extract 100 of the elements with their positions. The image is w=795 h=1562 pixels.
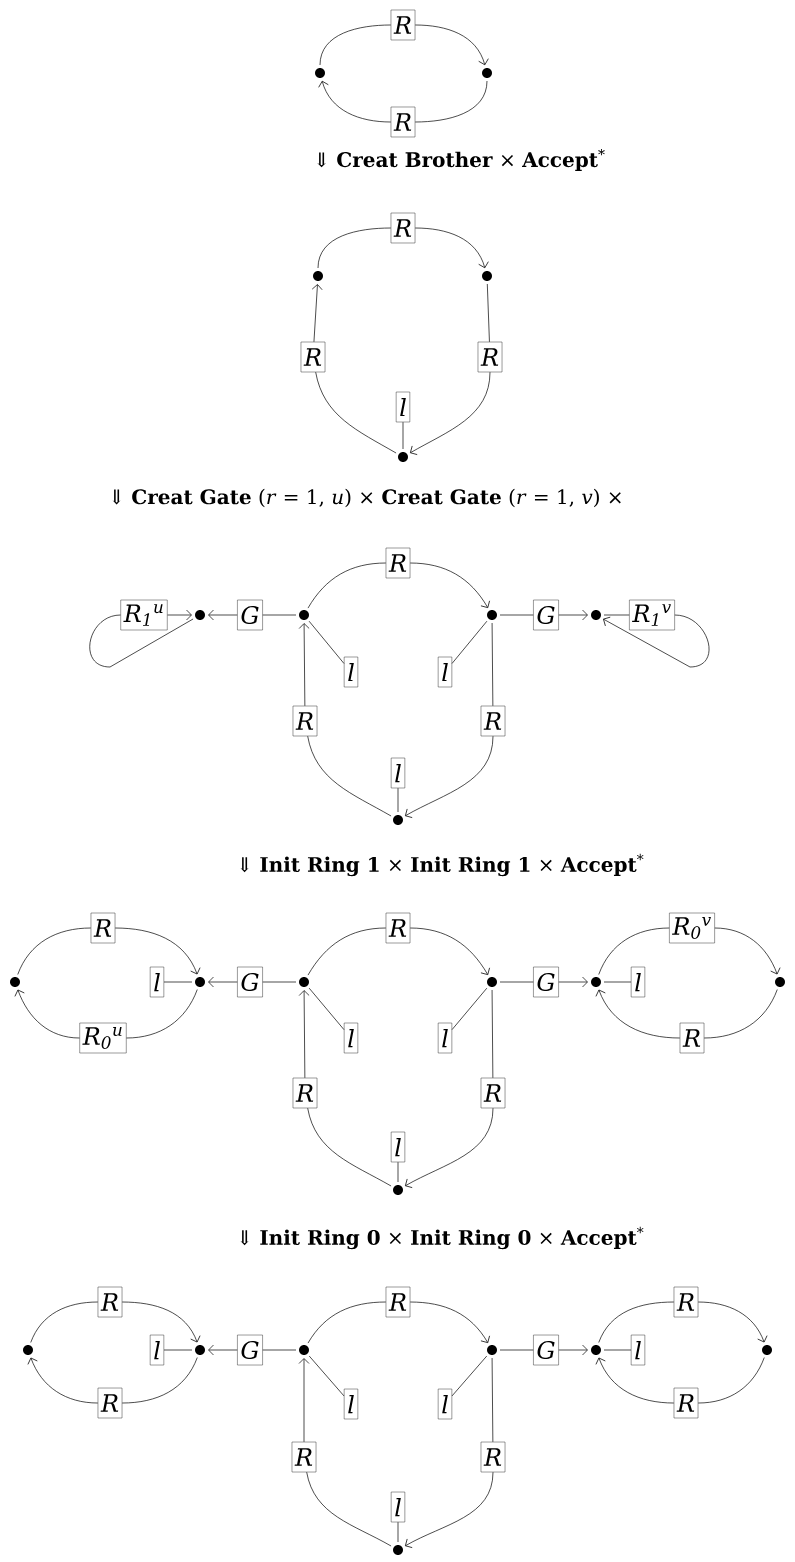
connector-line xyxy=(317,227,392,269)
connector-line xyxy=(163,981,193,983)
arrow xyxy=(414,227,489,269)
label-box: R$_{0}$u xyxy=(79,1022,127,1054)
connector-line xyxy=(308,620,345,664)
label-box: l xyxy=(343,1388,359,1420)
arrow xyxy=(414,24,489,66)
connector-line xyxy=(697,1357,765,1404)
connector-line xyxy=(598,1301,675,1343)
arrow xyxy=(409,1301,490,1343)
connector-line xyxy=(491,989,494,1079)
connector-line xyxy=(262,981,297,983)
connector-line xyxy=(603,614,630,616)
step-label: ⇓ Creat Brother × Accept$^{*}$ xyxy=(317,148,605,172)
arrow xyxy=(311,284,323,343)
connector-line xyxy=(262,614,297,616)
label-box: l xyxy=(343,1022,359,1054)
connector-line xyxy=(397,1521,399,1543)
arrow xyxy=(208,609,238,621)
connector-line xyxy=(308,1355,345,1397)
label-box: R xyxy=(480,1441,506,1473)
label-box: R xyxy=(90,912,116,944)
connector-line xyxy=(319,24,392,66)
label-box: R xyxy=(390,106,416,138)
arrow xyxy=(714,927,781,975)
label-box: l xyxy=(390,1491,406,1523)
label-box: l xyxy=(437,1022,453,1054)
label-box: G xyxy=(237,599,263,631)
label-box: l xyxy=(630,1334,646,1366)
label-box: R xyxy=(673,1286,699,1318)
label-box: R xyxy=(679,1022,705,1054)
arrow xyxy=(405,1471,494,1548)
arrow xyxy=(114,927,201,975)
label-box: G xyxy=(533,966,559,998)
connector-line xyxy=(307,562,387,609)
connector-line xyxy=(307,1107,392,1187)
label-box: R$_{1}$v xyxy=(629,599,675,631)
label-box: R xyxy=(292,1077,318,1109)
connector-line xyxy=(163,1349,193,1351)
connector-line xyxy=(603,981,632,983)
label-box: G xyxy=(533,1334,559,1366)
label-box: l xyxy=(630,966,646,998)
label-box: R xyxy=(385,1286,411,1318)
label-box: l xyxy=(390,757,406,789)
label-box: R xyxy=(385,547,411,579)
connector-line xyxy=(499,1349,534,1351)
connector-line xyxy=(121,1357,198,1404)
connector-line xyxy=(315,371,397,454)
label-box: R$_{0}$v xyxy=(669,912,715,944)
label-box: R xyxy=(480,1077,506,1109)
arrow xyxy=(405,1107,494,1188)
arrow xyxy=(298,990,310,1079)
step-label: ⇓ Creat Gate (r = 1, u) × Creat Gate (r = 1, v) × xyxy=(112,488,621,508)
connector-line xyxy=(451,1355,488,1397)
connector-line xyxy=(308,987,345,1030)
arrow xyxy=(558,609,588,621)
connector-line xyxy=(402,421,404,450)
connector-line xyxy=(89,614,194,668)
connector-line xyxy=(486,283,490,343)
connector-line xyxy=(598,927,670,975)
label-box: G xyxy=(533,599,559,631)
arrow xyxy=(603,614,710,668)
arrow xyxy=(405,735,494,818)
label-box: R xyxy=(477,341,503,373)
label-box: l xyxy=(390,1131,406,1163)
connector-line xyxy=(307,735,392,817)
connector-line xyxy=(397,787,399,813)
arrow xyxy=(409,562,490,608)
label-box: l xyxy=(149,966,165,998)
label-box: l xyxy=(437,1388,453,1420)
label-box: R xyxy=(480,705,506,737)
arrow xyxy=(697,1301,768,1343)
connector-line xyxy=(499,981,534,983)
label-box: R xyxy=(390,212,416,244)
arrow xyxy=(14,989,80,1039)
arrow xyxy=(595,1357,675,1404)
connector-line xyxy=(17,927,92,975)
arrow xyxy=(318,80,392,123)
label-box: R xyxy=(97,1286,123,1318)
label-box: R xyxy=(300,341,326,373)
arrow xyxy=(208,1344,238,1356)
label-box: R xyxy=(291,1441,317,1473)
connector-line xyxy=(451,620,488,664)
connector-line xyxy=(126,989,198,1039)
label-box: R xyxy=(97,1387,123,1419)
connector-line xyxy=(30,1301,99,1343)
connector-line xyxy=(262,1349,297,1351)
connector-line xyxy=(306,1471,392,1547)
connector-line xyxy=(603,1349,632,1351)
arrow xyxy=(298,623,310,707)
arrow xyxy=(558,1344,588,1356)
label-box: R xyxy=(385,912,411,944)
label-box: R xyxy=(390,9,416,41)
connector-line xyxy=(499,614,534,616)
label-box: l xyxy=(149,1334,165,1366)
step-label: ⇓ Init Ring 0 × Init Ring 0 × Accept$^{*}$ xyxy=(240,1226,644,1250)
label-box: G xyxy=(237,966,263,998)
arrow xyxy=(595,989,681,1039)
arrow xyxy=(409,927,490,975)
arrow xyxy=(208,976,238,988)
